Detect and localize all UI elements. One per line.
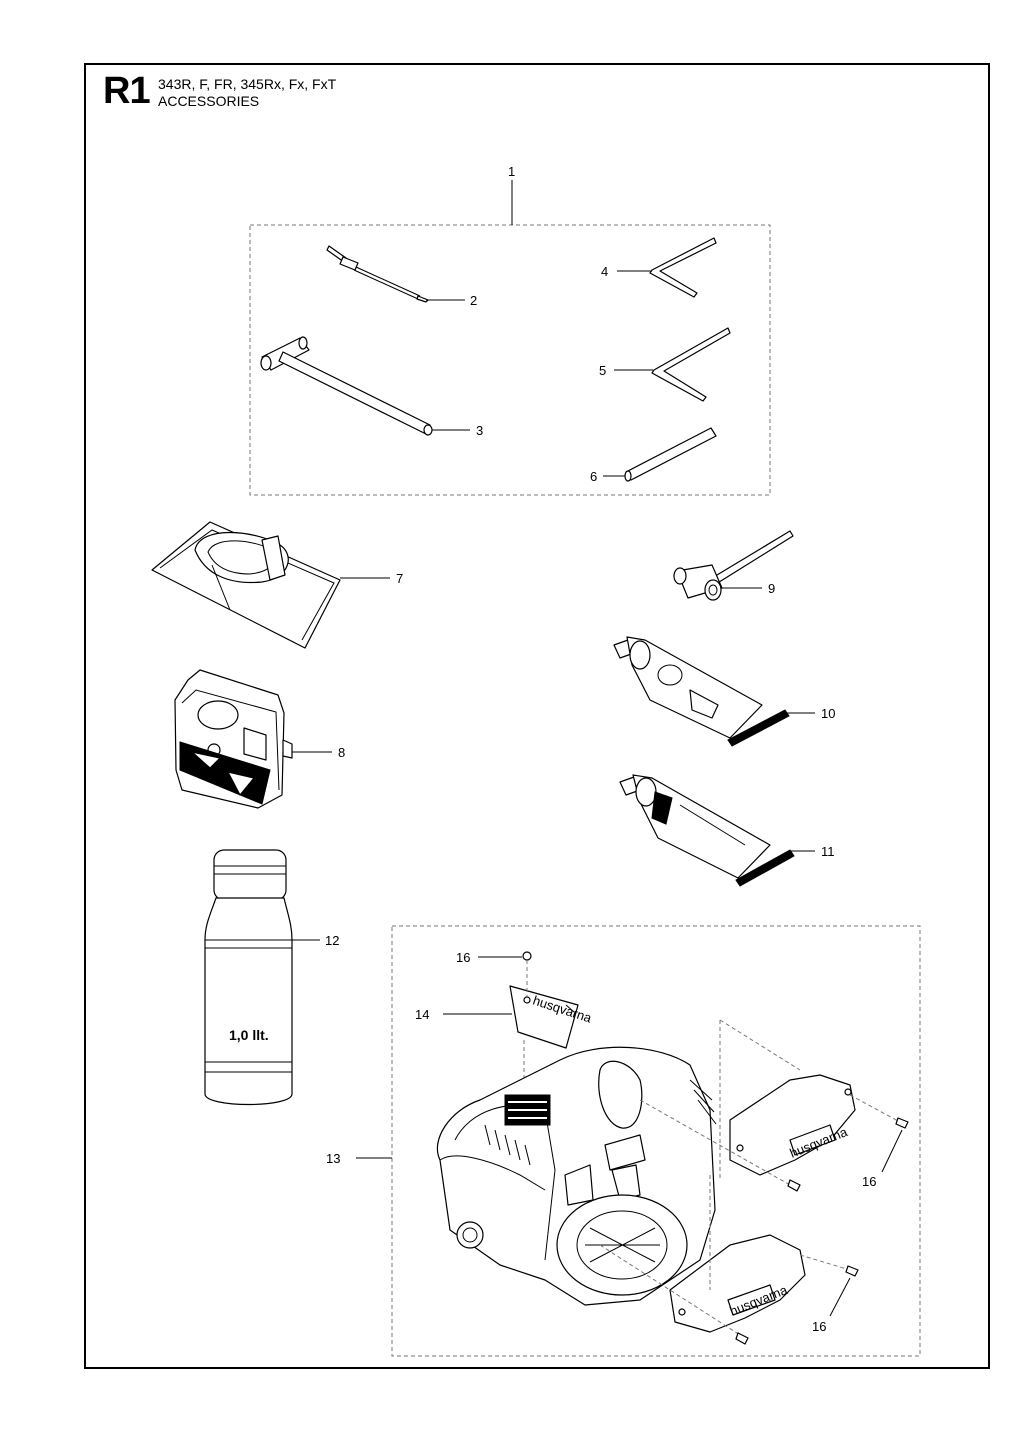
screw-upper-left-part — [787, 1179, 801, 1192]
callout-5: 5 — [599, 363, 606, 378]
callout-10: 10 — [821, 706, 835, 721]
callout-12: 12 — [325, 933, 339, 948]
engine-housing-part — [436, 1046, 717, 1306]
callout-16a: 16 — [456, 950, 470, 965]
callout-3: 3 — [476, 423, 483, 438]
screw-upper-right-part — [895, 1117, 909, 1129]
kit-group-box — [249, 224, 771, 496]
screw-top-part — [522, 951, 532, 996]
bottle-volume-label: 1,0 llt. — [229, 1027, 269, 1043]
t-wrench-part — [260, 336, 433, 436]
screwdriver-part — [326, 245, 429, 303]
grease-tube-11-part — [619, 774, 795, 887]
screw-lower-left-part — [735, 1332, 749, 1345]
pin-part — [624, 427, 717, 482]
page-code: R1 — [103, 70, 151, 112]
callout-2: 2 — [470, 293, 477, 308]
hex-key-4-part — [649, 237, 717, 298]
callout-16b: 16 — [862, 1174, 876, 1189]
harness-part — [151, 521, 341, 649]
upper-screw-assembly-line — [639, 1099, 791, 1186]
section-title: ACCESSORIES — [158, 93, 260, 109]
upper-side-cover-part: husqvarna — [729, 1074, 856, 1176]
callout-13: 13 — [326, 1151, 340, 1166]
diagram-frame — [84, 63, 990, 1369]
callout-1: 1 — [508, 164, 515, 179]
air-filter-part — [174, 669, 293, 809]
callout-16c: 16 — [812, 1319, 826, 1334]
callout-9: 9 — [768, 581, 775, 596]
screw-lower-right-part — [845, 1265, 859, 1277]
callout-7: 7 — [396, 571, 403, 586]
model-list: 343R, F, FR, 345Rx, Fx, FxT — [158, 76, 337, 92]
upper-cover-assembly-line-2 — [719, 1019, 801, 1071]
cover-plate-part: husqvarna — [509, 985, 594, 1049]
leader-16c — [829, 1277, 851, 1317]
grease-tube-10-part — [613, 636, 790, 747]
leader-16b — [881, 1129, 903, 1173]
lower-right-screw-line — [799, 1254, 851, 1271]
callout-8: 8 — [338, 745, 345, 760]
upper-right-screw-line — [849, 1094, 901, 1123]
callout-4: 4 — [601, 264, 608, 279]
callout-6: 6 — [590, 469, 597, 484]
hex-key-5-part — [651, 327, 731, 402]
callout-14: 14 — [415, 1007, 429, 1022]
cover-group-box — [391, 925, 921, 1357]
callout-11: 11 — [821, 844, 835, 859]
oil-bottle-part: 1,0 llt. — [204, 849, 293, 1106]
